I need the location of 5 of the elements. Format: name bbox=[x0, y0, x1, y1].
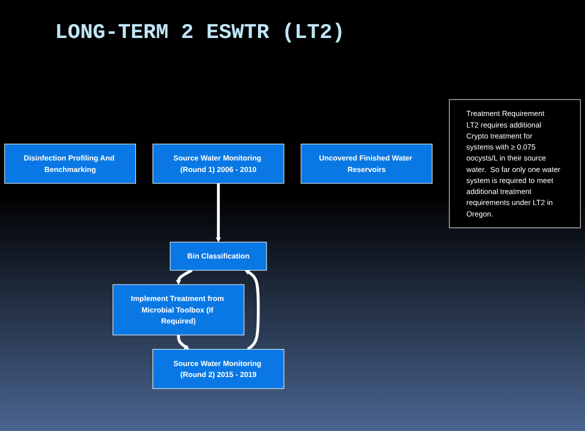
arrow bbox=[216, 184, 221, 243]
arrow bbox=[176, 269, 193, 286]
arrow bbox=[244, 270, 260, 351]
slide-title: LONG-TERM 2 ESWTR (LT2) bbox=[55, 22, 345, 45]
arrow bbox=[177, 335, 190, 350]
